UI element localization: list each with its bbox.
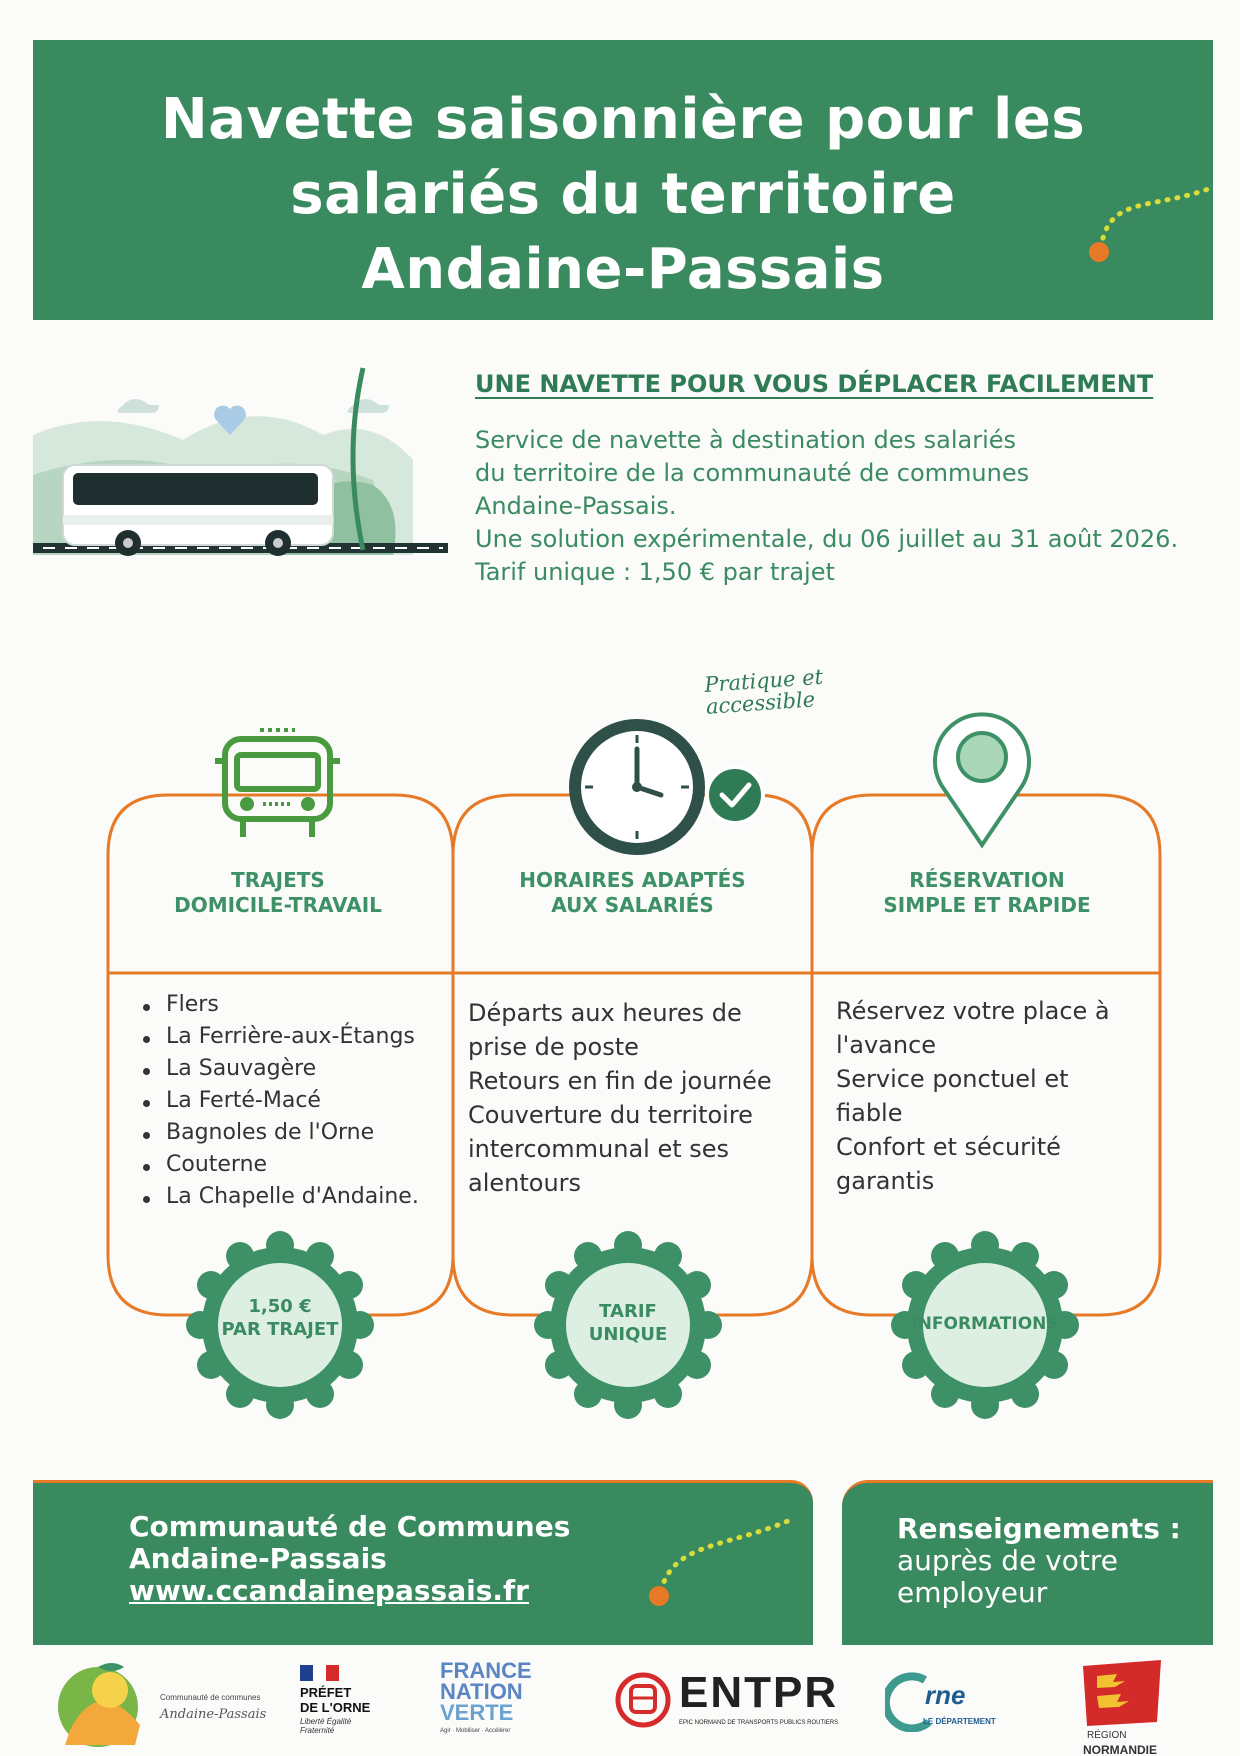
logo-region-line1: RÉGION — [1087, 1730, 1127, 1741]
footer-org-line1: Communauté de Communes — [129, 1510, 571, 1543]
footer-info-box: Renseignements : auprès de votre employe… — [842, 1480, 1213, 1645]
column-title-trajets-line1: TRAJETS — [231, 868, 325, 892]
column-text-line: Service ponctuel et — [836, 1065, 1069, 1093]
column-title-horaires-line2: AUX SALARIÉS — [551, 893, 714, 917]
intro-line: du territoire de la communauté de commun… — [475, 459, 1030, 487]
column-text-line: fiable — [836, 1099, 903, 1127]
logo-france-nation-verte: FRANCE NATION VERTE Agir · Mobiliser · A… — [440, 1660, 560, 1750]
price-badge-line2: PAR TRAJET — [221, 1319, 339, 1340]
column-title-trajets-line2: DOMICILE-TRAVAIL — [174, 893, 382, 917]
bullet-dot — [143, 1164, 150, 1171]
page-title-line1: Navette saisonnière pour les — [160, 87, 1086, 152]
bullet-dot — [143, 1196, 150, 1203]
info-badge-label[interactable]: INFORMATIONS — [911, 1314, 1059, 1334]
column-text-line: garantis — [836, 1167, 935, 1195]
website-link[interactable]: www.ccandainepassais.fr — [129, 1574, 529, 1607]
list-item: La Ferté-Macé — [166, 1088, 321, 1113]
footer-org-box: Communauté de Communes Andaine-Passais w… — [33, 1480, 813, 1645]
page-title-line2: salariés du territoire — [290, 162, 956, 227]
footer-info-title: Renseignements : — [897, 1512, 1181, 1545]
badges-layer — [186, 1231, 1079, 1419]
logo-fnv-sub: Agir · Mobiliser · Accélérer — [440, 1728, 511, 1734]
intro-line: Andaine-Passais. — [475, 492, 677, 520]
logo-fnv-line3: VERTE — [440, 1700, 514, 1725]
bullet-dot — [143, 1036, 150, 1043]
column-text-line: Retours en fin de journée — [468, 1067, 772, 1095]
column-text-line: Confort et sécurité — [836, 1133, 1061, 1161]
logo-fnv-line1: FRANCE — [440, 1658, 532, 1683]
logo-entpr: ENTPR EPIC NORMAND DE TRANSPORTS PUBLICS… — [615, 1668, 855, 1743]
normandy-flag-icon — [1083, 1660, 1161, 1726]
logo-cc-small-text: Communauté de communes — [160, 1693, 261, 1702]
footer-org-line2: Andaine-Passais — [129, 1542, 387, 1575]
logo-entpr-sub: EPIC NORMAND DE TRANSPORTS PUBLICS ROUTI… — [679, 1720, 839, 1726]
clock-icon — [569, 719, 765, 855]
french-flag-icon — [300, 1665, 339, 1681]
logo-entpr-name: ENTPR — [679, 1668, 839, 1717]
check-badge-icon — [705, 765, 765, 825]
header-banner: Navette saisonnière pour les salariés du… — [33, 40, 1213, 320]
column-text-line: Couverture du territoire — [468, 1101, 753, 1129]
column-text-line: Réservez votre place à — [836, 997, 1110, 1025]
price-badge-line1: 1,50 € — [248, 1296, 312, 1317]
apple-logo-icon — [58, 1663, 140, 1747]
logo-cc-andaine-passais: Communauté de communes Andaine-Passais — [50, 1655, 270, 1750]
intro-line: Tarif unique : 1,50 € par trajet — [475, 558, 835, 586]
logo-prefet-orne: PRÉFET DE L'ORNE Liberté Égalité Fratern… — [300, 1665, 410, 1750]
column-text-line: l'avance — [836, 1031, 937, 1059]
intro-line: Service de navette à destination des sal… — [475, 426, 1017, 454]
column-text-line: intercommunal et ses — [468, 1135, 730, 1163]
column-title-reservation-line2: SIMPLE ET RAPIDE — [883, 893, 1091, 917]
list-item: La Sauvagère — [166, 1056, 317, 1081]
column-text-line: alentours — [468, 1169, 582, 1197]
bus-circle-logo-icon — [615, 1672, 671, 1728]
dotted-route-icon — [1089, 185, 1213, 262]
orne-swoosh-icon — [885, 1672, 932, 1732]
column-text-line: prise de poste — [468, 1033, 639, 1061]
bus-icon — [62, 464, 334, 556]
logo-orne-departement: rne LE DÉPARTEMENT — [885, 1672, 1035, 1742]
map-pin-icon — [933, 712, 1031, 849]
list-item: Couterne — [166, 1152, 268, 1177]
logo-cc-script: Andaine-Passais — [160, 1707, 267, 1722]
heart-icon — [214, 405, 246, 435]
logo-orne-sub: LE DÉPARTEMENT — [923, 1717, 996, 1726]
page-title-line3: Andaine-Passais — [361, 237, 885, 302]
column-text-line: Départs aux heures de — [468, 999, 742, 1027]
list-item: La Chapelle d'Andaine. — [166, 1184, 419, 1209]
logo-prefet-motto: Liberté Égalité Fraternité — [300, 1717, 352, 1735]
logo-region-line2: NORMANDIE — [1083, 1743, 1157, 1756]
intro-heading: UNE NAVETTE POUR VOUS DÉPLACER FACILEMEN… — [475, 370, 1154, 398]
logo-orne-name: rne — [925, 1680, 966, 1710]
column-title-horaires-line1: HORAIRES ADAPTÉS — [519, 868, 746, 892]
logo-fnv-line2: NATION — [440, 1679, 523, 1704]
footer-info-line1: auprès de votre — [897, 1544, 1118, 1577]
column-title-reservation-line1: RÉSERVATION — [909, 868, 1065, 892]
list-item: La Ferrière-aux-Étangs — [166, 1024, 415, 1049]
logo-prefet-line1: PRÉFET — [300, 1685, 352, 1700]
dotted-route-icon — [649, 1518, 791, 1606]
logo-region-normandie: RÉGION NORMANDIE — [1075, 1660, 1175, 1756]
bullet-dot — [143, 1132, 150, 1139]
bus-front-icon — [215, 728, 340, 837]
bullet-dot — [143, 1100, 150, 1107]
bus-illustration — [33, 367, 448, 556]
list-item: Flers — [166, 992, 219, 1017]
bullet-dot — [143, 1068, 150, 1075]
tarif-badge-line1: TARIF — [599, 1301, 657, 1322]
list-item: Bagnoles de l'Orne — [166, 1120, 375, 1145]
footer-info-line2: employeur — [897, 1576, 1048, 1609]
intro-line: Une solution expérimentale, du 06 juille… — [475, 525, 1179, 553]
tarif-badge-line2: UNIQUE — [588, 1324, 668, 1345]
bullet-dot — [143, 1004, 150, 1011]
logo-prefet-line2: DE L'ORNE — [300, 1700, 371, 1715]
